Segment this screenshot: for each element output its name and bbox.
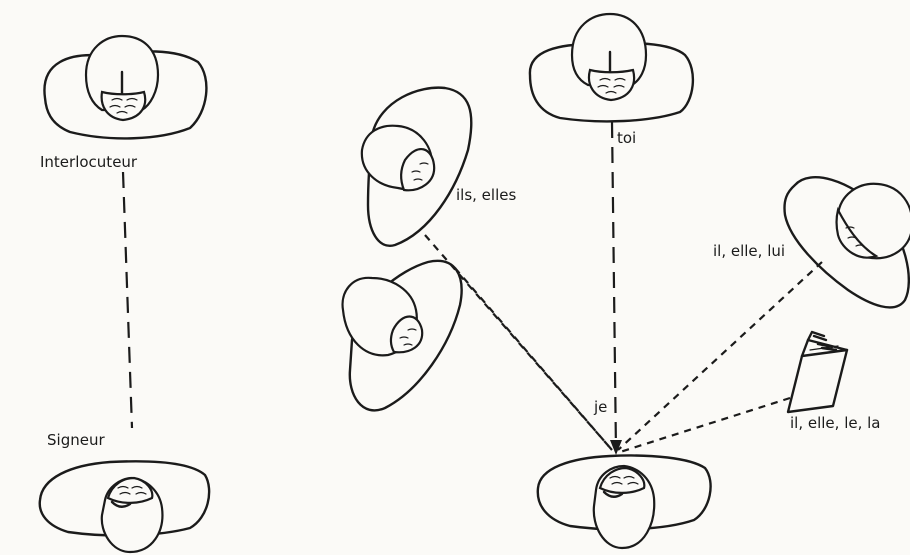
label-il-elle-lui: il, elle, lui	[713, 242, 785, 260]
third-person-figure-upper	[360, 86, 473, 247]
dashed-line-ils-elles-lower	[454, 267, 613, 451]
dashed-line-il-elle-le-la	[619, 396, 791, 454]
interlocutor-figure-top	[528, 12, 695, 123]
label-ils-elles: ils, elles	[456, 186, 516, 204]
third-person-figure-lower	[341, 259, 463, 412]
label-interlocuteur: Interlocuteur	[40, 153, 138, 171]
label-je: je	[593, 398, 607, 416]
interlocutor-figure-left	[43, 34, 208, 140]
dashed-line-signer-interlocutor	[121, 171, 134, 429]
book-icon	[786, 330, 849, 414]
arrowhead-icon	[610, 440, 622, 455]
label-signeur: Signeur	[47, 431, 105, 449]
dashed-line-toi	[610, 121, 618, 453]
signer-figure-left	[38, 460, 211, 554]
label-il-elle-le-la: il, elle, le, la	[790, 414, 881, 432]
third-person-figure-right	[783, 176, 910, 309]
dashed-line-ils-elles-upper	[424, 234, 613, 451]
label-toi: toi	[617, 129, 636, 147]
signer-figure-right	[536, 454, 712, 550]
